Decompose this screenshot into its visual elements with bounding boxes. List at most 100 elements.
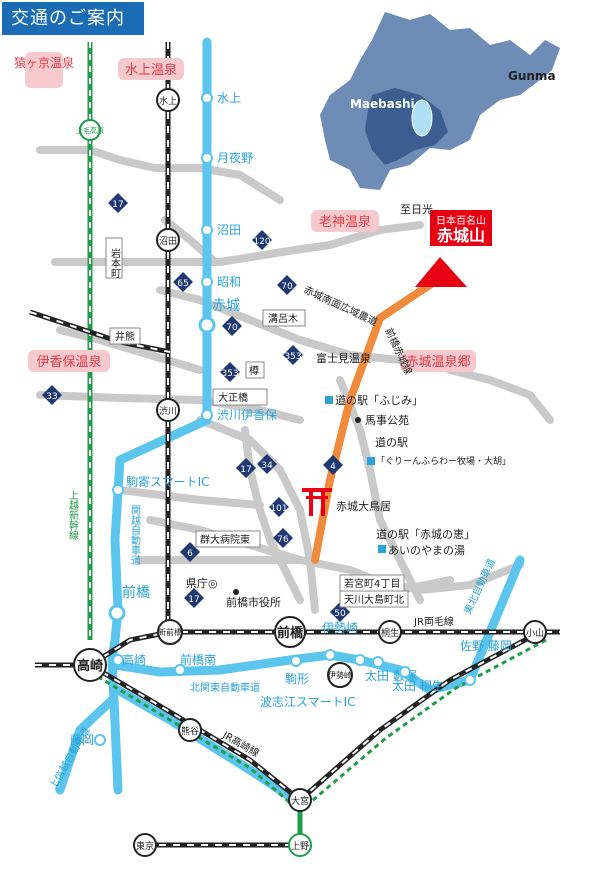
tohoku-expressway xyxy=(465,555,525,685)
label-kanetsu-expressway: 関越自動車道 xyxy=(129,505,141,565)
svg-text:6: 6 xyxy=(187,549,193,559)
station-oyama: 小山 xyxy=(523,620,547,644)
ic-maebashi: 前橋 xyxy=(108,584,150,622)
station-takasaki: 高崎 xyxy=(73,648,107,682)
place-tenkawa: 天川大島町北 xyxy=(344,593,404,606)
inset-city-label: Maebashi xyxy=(350,97,415,111)
station-jomo-kogen: 上毛高原 xyxy=(76,119,104,141)
svg-text:太田 桐生: 太田 桐生 xyxy=(392,678,444,693)
mount-akagi: 日本百名山 赤城山 至日光 xyxy=(400,202,492,287)
svg-text:33: 33 xyxy=(46,392,57,402)
svg-text:沼田: 沼田 xyxy=(159,236,177,247)
svg-text:353: 353 xyxy=(284,352,301,362)
onsen-labels: 猿ヶ京温泉 水上温泉 老神温泉 伊香保温泉 赤城温泉郷 xyxy=(14,52,476,372)
svg-text:佐野 藤岡: 佐野 藤岡 xyxy=(460,639,512,653)
torii-icon xyxy=(302,488,332,516)
svg-text:76: 76 xyxy=(277,535,289,545)
route-70b-shield: 70 xyxy=(222,316,242,336)
svg-text:70: 70 xyxy=(226,323,238,333)
station-ueno: 上野 xyxy=(288,833,312,857)
interchanges: 水上 月夜野 沼田 昭和 赤城 渋川伊香保 駒寄スマートIC 前橋 高崎 前橋南… xyxy=(70,91,512,747)
label-akagi-minami-road: 赤城南面広域農道 xyxy=(302,283,380,329)
place-michinoeki-akagi: 道の駅「赤城の恵」 xyxy=(376,527,475,541)
svg-text:70: 70 xyxy=(281,282,293,292)
route-353b-shield: 353 xyxy=(220,362,240,382)
svg-text:伊勢崎: 伊勢崎 xyxy=(328,670,352,680)
route-4-shield: 4 xyxy=(323,455,343,475)
ic-komayose: 駒寄スマートIC xyxy=(112,474,210,496)
station-minakami: 水上 xyxy=(156,88,180,112)
route-34-shield: 34 xyxy=(257,454,277,474)
ic-tsukiyono: 月夜野 xyxy=(201,150,253,165)
svg-text:駒寄スマートIC: 駒寄スマートIC xyxy=(126,474,210,489)
place-michinoeki-bokujo: 道の駅 xyxy=(375,435,408,449)
page-title: 交通のご案内 xyxy=(2,2,144,35)
svg-text:120: 120 xyxy=(253,237,270,247)
jr-agatsuma-line xyxy=(29,309,171,355)
svg-text:小山: 小山 xyxy=(526,628,544,639)
svg-text:新前橋: 新前橋 xyxy=(158,627,182,637)
place-tarumi: 樽 xyxy=(249,364,259,377)
ic-numata: 沼田 xyxy=(201,223,241,237)
svg-text:4: 4 xyxy=(330,462,336,472)
svg-text:前橋: 前橋 xyxy=(277,625,304,641)
place-michinoeki-fujimi: 道の駅「ふじみ」 xyxy=(335,393,423,407)
onsen-fujimi: 富士見温泉 xyxy=(316,351,371,365)
station-omiya: 大宮 xyxy=(288,788,312,812)
place-torii: 赤城大鳥居 xyxy=(336,499,391,513)
svg-text:波志江スマートIC: 波志江スマートIC xyxy=(260,695,356,709)
svg-text:前橋: 前橋 xyxy=(122,584,150,601)
svg-text:高崎: 高崎 xyxy=(122,652,146,667)
station-kumagaya: 熊谷 xyxy=(178,718,202,742)
place-mizorogi: 溝呂木 xyxy=(268,312,298,325)
ic-minakami: 水上 xyxy=(201,91,241,105)
stations: 上毛高原 水上 沼田 渋川 新前橋 前橋 桐生 小山 伊勢崎 高崎 熊谷 大宮 … xyxy=(73,88,547,857)
ic-komagata: 駒形 xyxy=(285,655,309,686)
inset-prefecture-label: Gunma xyxy=(508,69,556,83)
svg-text:上毛高原: 上毛高原 xyxy=(76,126,104,135)
svg-text:赤城: 赤城 xyxy=(212,298,240,314)
station-kiryu: 桐生 xyxy=(378,620,402,644)
mountain-icon xyxy=(415,257,467,287)
svg-text:熊谷: 熊谷 xyxy=(181,725,199,737)
svg-text:101: 101 xyxy=(270,504,287,514)
onsen-oigami: 老神温泉 xyxy=(319,214,371,230)
route-101-shield: 101 xyxy=(269,497,289,517)
route-70-shield: 70 xyxy=(277,275,297,295)
station-tokyo: 東京 xyxy=(133,833,157,857)
svg-text:17: 17 xyxy=(188,595,199,605)
svg-text:藤岡: 藤岡 xyxy=(70,733,94,747)
mountain-name: 赤城山 xyxy=(437,226,485,245)
route-shields: 17 120 65 70 70 353 353 33 17 34 4 101 7… xyxy=(42,193,350,622)
station-numata: 沼田 xyxy=(156,228,180,252)
route-17c-shield: 17 xyxy=(184,588,204,608)
ic-hashie: 波志江スマートIC xyxy=(260,649,356,709)
to-nikko-label: 至日光 xyxy=(400,202,433,216)
route-120-shield: 120 xyxy=(252,230,272,250)
svg-text:昭和: 昭和 xyxy=(217,275,241,289)
station-shibukawa: 渋川 xyxy=(156,398,180,422)
place-aiyama: あいのやまの湯 xyxy=(388,544,465,557)
station-shin-maebashi: 新前橋 xyxy=(157,619,183,645)
svg-text:渋川: 渋川 xyxy=(159,405,177,417)
inset-map: Maebashi Gunma xyxy=(320,12,560,190)
ic-sano-fujioka: 佐野 藤岡 xyxy=(460,639,512,686)
place-taisho-bashi: 大正橋 xyxy=(218,391,248,404)
place-inokuma: 井熊 xyxy=(115,330,135,343)
ic-akagi: 赤城 xyxy=(198,298,240,334)
place-labels: 岩本町 井熊 溝呂木 樽 大正橋 富士見温泉 道の駅「ふじみ」 馬事公苑 道の駅… xyxy=(105,237,511,609)
svg-text:17: 17 xyxy=(112,200,123,210)
svg-text:渋川伊香保: 渋川伊香保 xyxy=(217,408,277,422)
jr-tokyo-line xyxy=(145,800,303,848)
ic-takasaki: 高崎 xyxy=(112,652,146,667)
route-17-shield: 17 xyxy=(108,193,128,213)
jr-tohoku-line xyxy=(298,629,547,808)
ic-fujioka: 藤岡 xyxy=(70,733,106,747)
joshinetsu-expressway xyxy=(55,695,117,795)
onsen-akagi: 赤城温泉郷 xyxy=(405,354,470,370)
label-jr-ryomo: JR両毛線 xyxy=(413,615,454,628)
place-gundai-byoin: 群大病院東 xyxy=(200,533,250,546)
route-353-shield: 353 xyxy=(283,345,303,365)
